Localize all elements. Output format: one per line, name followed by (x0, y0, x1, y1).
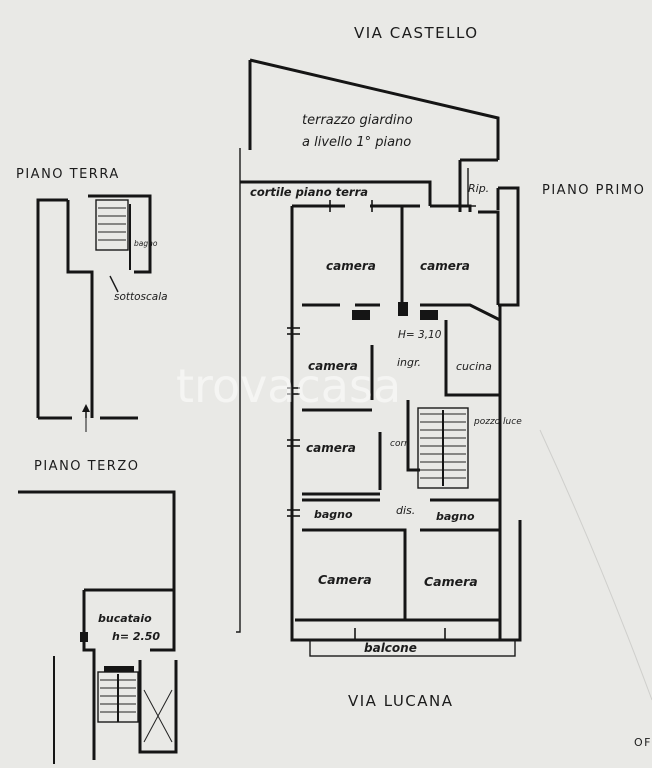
loft-label: bucataio (98, 612, 152, 625)
room-label-camera-2: camera (420, 259, 470, 273)
room-label-camera-6: Camera (424, 574, 478, 589)
paper-fold-line (539, 429, 652, 701)
ground-bath-label: bagno (134, 239, 158, 248)
height-label: H= 3,10 (398, 329, 442, 341)
interior-walls (295, 206, 501, 622)
street-label-top: VIA CASTELLO (354, 24, 479, 42)
svg-text:trovacasa: trovacasa (176, 359, 401, 413)
room-label-camera-1: camera (326, 259, 376, 273)
room-label-cucina: cucina (456, 360, 492, 373)
floor-label-third: PIANO TERZO (34, 459, 139, 474)
courtyard-upper-line (240, 180, 432, 206)
room-label-camera-4: camera (306, 441, 356, 455)
courtyard-label: cortile piano terra (250, 185, 368, 199)
apartment-top-wall (292, 204, 472, 212)
room-label-bagno-1: bagno (314, 508, 353, 521)
terrace-left-edge (236, 148, 241, 633)
window-marks (287, 200, 446, 640)
loft-height-label: h= 2.50 (112, 630, 160, 643)
balcony-outline (309, 639, 516, 657)
watermark: trovacasa (176, 359, 401, 413)
third-floor-plan (18, 490, 178, 764)
room-label-ingresso: ingr. (397, 356, 421, 369)
room-label-corridoio: corr. (390, 439, 410, 449)
door-stubs (352, 302, 438, 320)
floor-label-first: PIANO PRIMO (542, 183, 645, 198)
staircase (417, 407, 469, 489)
terrace-label-2: a livello 1° piano (302, 135, 411, 150)
ground-under-stairs-label: sottoscala (114, 291, 168, 303)
first-floor-plan (236, 58, 522, 657)
room-label-bagno-2: bagno (436, 510, 475, 523)
terrace-label-1: terrazzo giardino (302, 113, 413, 128)
room-label-balcone: balcone (364, 641, 417, 655)
ground-floor-plan (36, 194, 152, 432)
room-label-camera-3: camera (308, 359, 358, 373)
page-corner-text: OF (634, 736, 652, 749)
street-label-bottom: VIA LUCANA (348, 692, 454, 710)
storage-room (458, 158, 520, 307)
room-label-pozzo-luce: pozzo luce (473, 417, 522, 427)
room-label-disimpegno: dis. (396, 504, 415, 517)
room-label-camera-5: Camera (318, 572, 372, 587)
storage-label: Rip. (468, 182, 489, 195)
terrace-outline (248, 58, 500, 210)
floor-label-ground: PIANO TERRA (16, 167, 120, 182)
